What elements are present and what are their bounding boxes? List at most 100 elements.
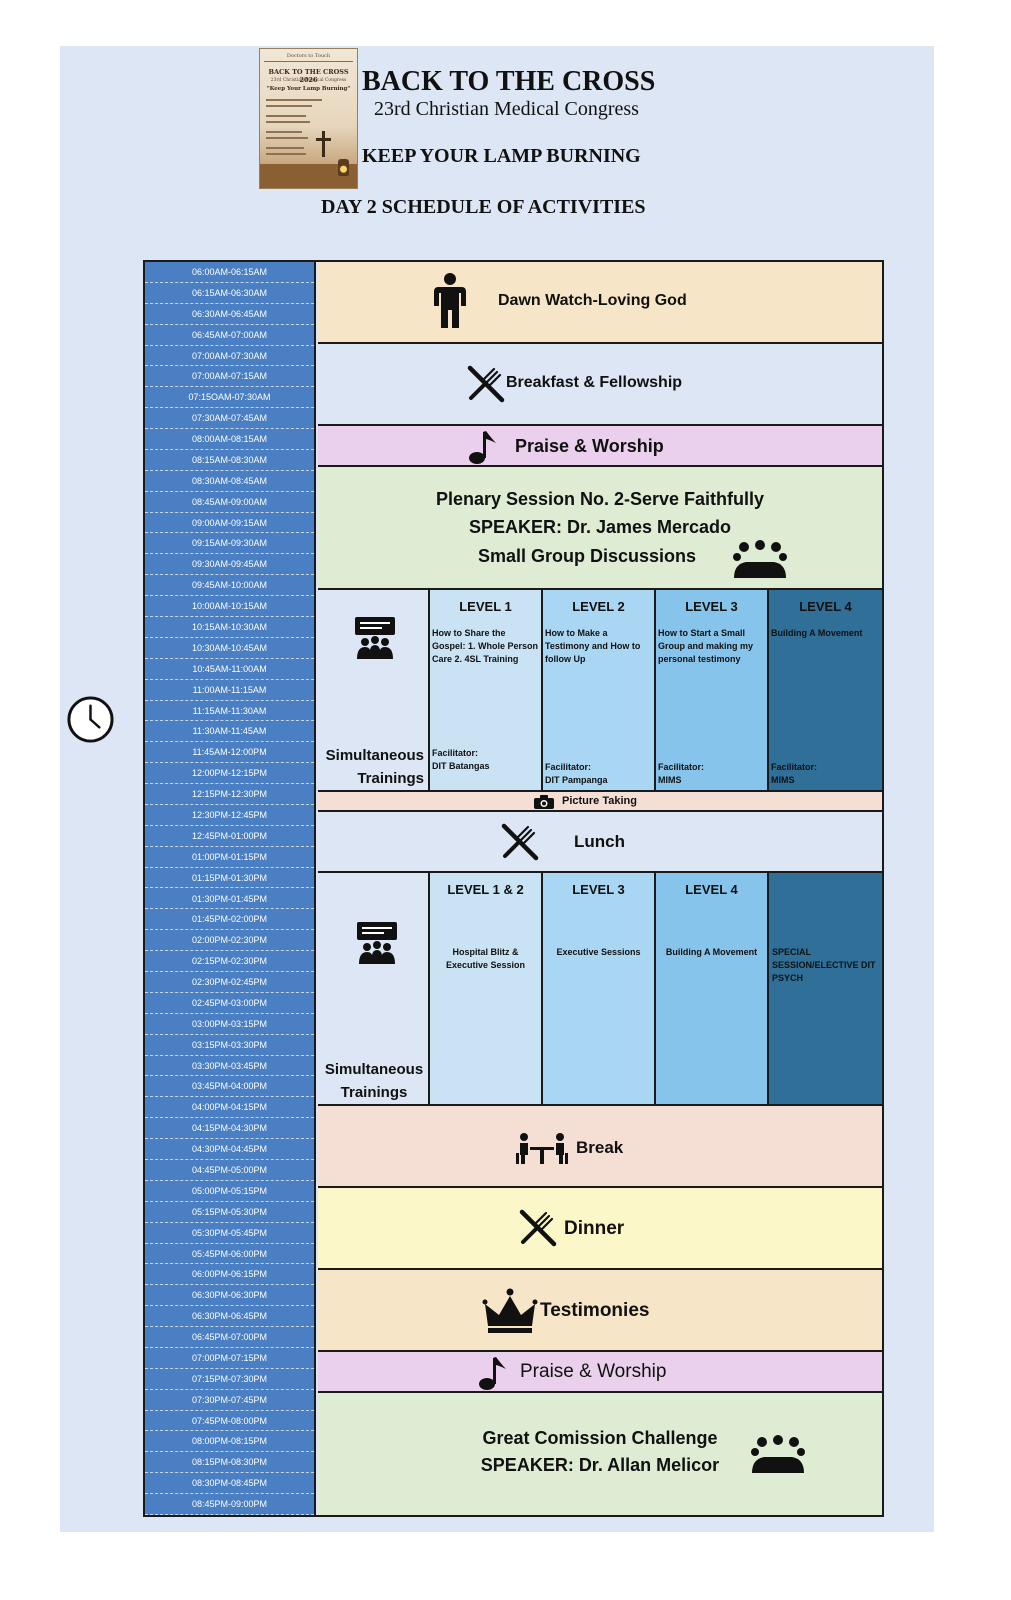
- poster-text-line: [266, 121, 310, 123]
- dinner-block: Dinner: [318, 1188, 882, 1270]
- time-slot: 04:30PM-04:45PM: [145, 1139, 314, 1160]
- time-slot: 02:30PM-02:45PM: [145, 972, 314, 993]
- level-label: LEVEL 4: [685, 882, 738, 897]
- track-description: Building A Movement: [771, 628, 863, 638]
- breakfast-block: Breakfast & Fellowship: [318, 344, 882, 426]
- people-at-table-icon: [516, 1133, 568, 1164]
- time-slot: 12:15PM-12:30PM: [145, 784, 314, 805]
- break-block: Break: [318, 1106, 882, 1188]
- congress-poster-thumbnail: Doctors to Touch BACK TO THE CROSS 2026 …: [259, 48, 358, 189]
- track-description: Hospital Blitz & Executive Session: [445, 947, 526, 970]
- poster-text-line: [266, 153, 306, 155]
- time-slot: 12:45PM-01:00PM: [145, 826, 314, 847]
- level-label: LEVEL 3: [572, 882, 625, 897]
- poster-title: BACK TO THE CROSS 2026: [268, 68, 349, 84]
- time-slot: 07:15OAM-07:30AM: [145, 387, 314, 409]
- time-slot: 08:00PM-08:15PM: [145, 1431, 314, 1453]
- time-slot: 05:15PM-05:30PM: [145, 1202, 314, 1223]
- poster-text-line: [266, 115, 306, 117]
- morning-training-label-cell: Simultaneous Trainings: [318, 590, 430, 792]
- training-label-line1: Simultaneous: [324, 1061, 424, 1078]
- music-note-icon: [479, 1357, 506, 1390]
- time-slot: 10:00AM-10:15AM: [145, 596, 314, 617]
- time-slot: 09:30AM-09:45AM: [145, 554, 314, 576]
- time-slot: 05:00PM-05:15PM: [145, 1181, 314, 1202]
- afternoon-level-4: LEVEL 4 Building A Movement: [656, 873, 769, 1106]
- time-slot: 04:15PM-04:30PM: [145, 1118, 314, 1140]
- time-slot: 04:00PM-04:15PM: [145, 1097, 314, 1119]
- poster-text-line: [266, 147, 304, 149]
- praise-worship-am-block: Praise & Worship: [318, 426, 882, 467]
- dinner-label: Dinner: [564, 1218, 625, 1239]
- morning-training-label: Simultaneous Trainings: [326, 744, 424, 790]
- event-title: BACK TO THE CROSS: [362, 66, 656, 97]
- time-slot: 09:15AM-09:30AM: [145, 533, 314, 555]
- time-slot: 03:00PM-03:15PM: [145, 1014, 314, 1035]
- track-description: How to Start a Small Group and making my…: [658, 628, 754, 664]
- afternoon-training-label-cell: Simultaneous Trainings: [318, 873, 430, 1106]
- poster-text-line: [266, 105, 312, 107]
- level-label: LEVEL 1 & 2: [447, 882, 524, 897]
- presentation-icon: [357, 922, 397, 964]
- fork-knife-icon: [467, 365, 505, 403]
- picture-taking-label: Picture Taking: [562, 795, 637, 807]
- person-standing-icon: [434, 273, 466, 328]
- dawn-watch-block: Dawn Watch-Loving God: [318, 262, 882, 344]
- poster-quote: "Keep Your Lamp Burning": [266, 86, 351, 92]
- facilitator-name: DIT Pampanga: [545, 775, 608, 785]
- praise-pm-label: Praise & Worship: [520, 1361, 667, 1382]
- facilitator-name: MIMS: [771, 775, 795, 785]
- dawn-watch-label: Dawn Watch-Loving God: [498, 292, 687, 309]
- time-slot: 07:00AM-07:30AM: [145, 346, 314, 367]
- poster-text-line: [266, 99, 322, 101]
- time-slot: 06:15AM-06:30AM: [145, 283, 314, 304]
- time-slot: 07:30AM-07:45AM: [145, 408, 314, 430]
- track-description: How to Make a Testimony and How to follo…: [545, 628, 641, 664]
- level-label: LEVEL 3: [685, 599, 738, 614]
- great-commission-block: Great Comission Challenge SPEAKER: Dr. A…: [318, 1393, 882, 1515]
- time-slot: 01:15PM-01:30PM: [145, 868, 314, 889]
- morning-level-4: LEVEL 4 Building A Movement Facilitator:…: [769, 590, 882, 792]
- afternoon-level-1-2: LEVEL 1 & 2 Hospital Blitz & Executive S…: [430, 873, 543, 1106]
- camera-icon: [534, 795, 554, 809]
- time-slot: 06:30PM-06:30PM: [145, 1285, 314, 1307]
- time-slot: 11:30AM-11:45AM: [145, 721, 314, 743]
- time-slot: 08:30AM-08:45AM: [145, 471, 314, 492]
- poster-org: Doctors to Touch: [264, 53, 353, 62]
- facilitator-label: Facilitator:: [771, 762, 818, 772]
- time-slot: 01:00PM-01:15PM: [145, 847, 314, 868]
- group-people-icon: [733, 540, 787, 578]
- time-slot: 01:45PM-02:00PM: [145, 909, 314, 931]
- time-slot: 10:45AM-11:00AM: [145, 659, 314, 680]
- praise-am-label: Praise & Worship: [515, 436, 664, 456]
- afternoon-training-label: Simultaneous Trainings: [322, 1058, 426, 1104]
- facilitator-name: DIT Batangas: [432, 761, 490, 771]
- training-label-line2: Trainings: [357, 770, 424, 787]
- afternoon-special-session: SPECIAL SESSION/ELECTIVE DIT PSYCH: [769, 873, 882, 1106]
- track-description: SPECIAL SESSION/ELECTIVE DIT PSYCH: [772, 947, 876, 983]
- small-group-label: Small Group Discussions: [478, 546, 697, 566]
- time-slot: 09:00AM-09:15AM: [145, 513, 314, 534]
- time-slot: 01:30PM-01:45PM: [145, 889, 314, 910]
- divider: [318, 1104, 882, 1106]
- facilitator-name: MIMS: [658, 775, 682, 785]
- time-slot: 08:15AM-08:30AM: [145, 450, 314, 471]
- time-slot: 03:30PM-03:45PM: [145, 1056, 314, 1077]
- level-label: LEVEL 4: [799, 599, 852, 614]
- time-slot: 06:45PM-07:00PM: [145, 1327, 314, 1348]
- poster-text-line: [266, 137, 308, 139]
- plenary-speaker: SPEAKER: Dr. James Mercado: [468, 517, 732, 537]
- afternoon-level-3: LEVEL 3 Executive Sessions: [543, 873, 656, 1106]
- commission-title: Great Comission Challenge: [482, 1428, 718, 1448]
- time-slot: 08:45AM-09:00AM: [145, 492, 314, 513]
- time-slot: 08:00AM-08:15AM: [145, 429, 314, 450]
- lunch-block: Lunch: [318, 812, 882, 873]
- time-slot: 08:15PM-08:30PM: [145, 1452, 314, 1474]
- testimonies-label: Testimonies: [540, 1300, 650, 1321]
- time-slot: 12:00PM-12:15PM: [145, 763, 314, 785]
- cross-bar: [316, 138, 331, 141]
- time-slot: 09:45AM-10:00AM: [145, 575, 314, 597]
- time-slot: 02:45PM-03:00PM: [145, 993, 314, 1014]
- event-subtitle: 23rd Christian Medical Congress: [374, 98, 639, 120]
